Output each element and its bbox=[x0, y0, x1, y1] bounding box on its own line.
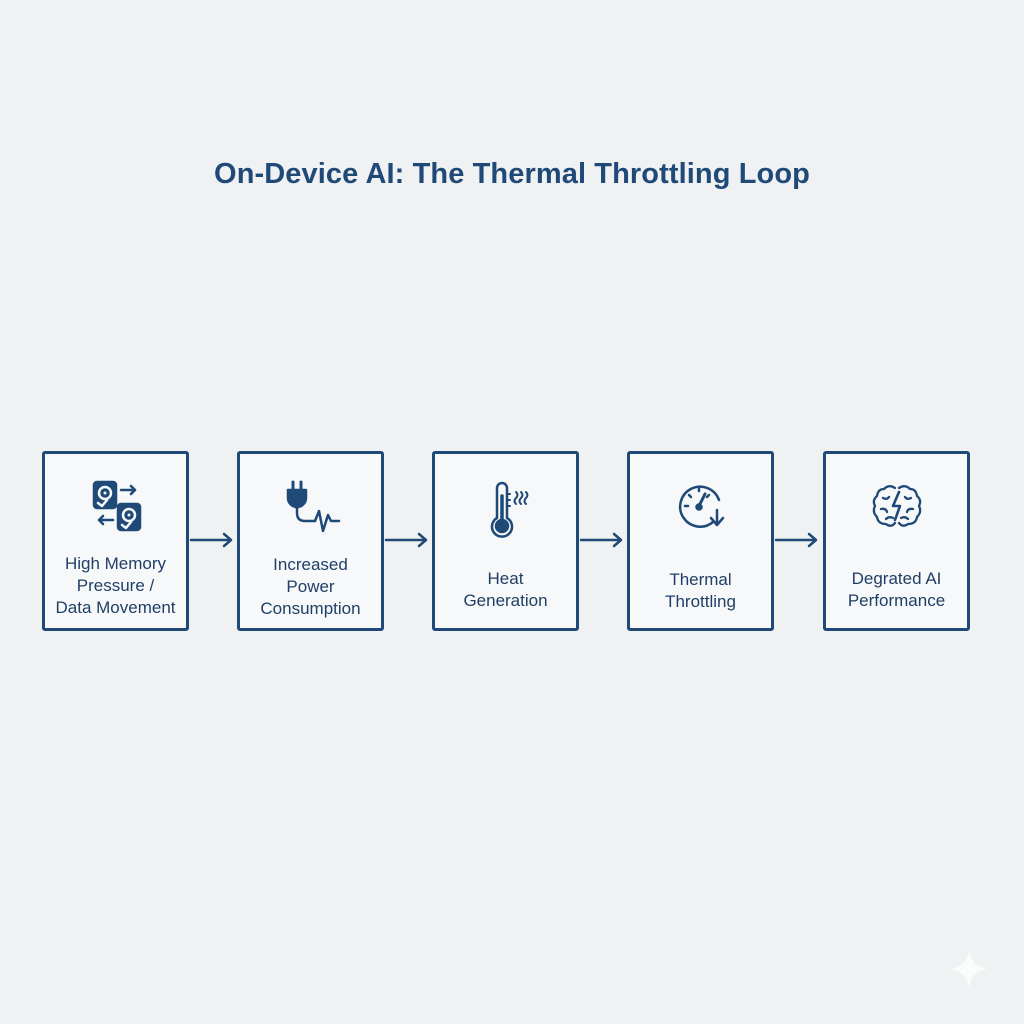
arrow-right-icon bbox=[579, 532, 623, 548]
arrow-right-icon bbox=[384, 532, 428, 548]
power-plug-icon bbox=[286, 480, 340, 533]
step-label-line: Thermal bbox=[669, 570, 732, 589]
memory-transfer-icon bbox=[92, 480, 141, 532]
brain-icon bbox=[872, 485, 921, 527]
step-label-line: Increased bbox=[273, 555, 348, 574]
step-label-line: High Memory bbox=[64, 554, 167, 573]
step-label-line: Pressure / bbox=[76, 576, 155, 595]
step-degraded-performance: Degrated AI Performance bbox=[823, 451, 970, 631]
step-label-line: Degrated AI bbox=[851, 569, 942, 588]
step-heat-generation: Heat Generation bbox=[432, 451, 579, 631]
arrow-right-icon bbox=[189, 532, 233, 548]
thermometer-icon bbox=[490, 481, 528, 538]
gauge-down-icon bbox=[678, 485, 724, 528]
step-label-line: Data Movement bbox=[55, 598, 176, 617]
step-label-line: Power bbox=[286, 577, 335, 596]
diagram-title: On-Device AI: The Thermal Throttling Loo… bbox=[214, 158, 810, 190]
step-label-line: Consumption bbox=[260, 599, 361, 618]
step-thermal-throttling: Thermal Throttling bbox=[627, 451, 774, 631]
step-increased-power: Increased Power Consumption bbox=[237, 451, 384, 631]
step-label-line: Generation bbox=[463, 591, 548, 610]
step-high-memory-pressure: High Memory Pressure / Data Movement bbox=[42, 451, 189, 631]
step-label-line: Performance bbox=[847, 591, 946, 610]
step-label-line: Heat bbox=[487, 569, 524, 588]
step-label-line: Throttling bbox=[665, 592, 736, 611]
arrow-right-icon bbox=[774, 532, 818, 548]
sparkle-watermark-icon bbox=[950, 950, 988, 988]
